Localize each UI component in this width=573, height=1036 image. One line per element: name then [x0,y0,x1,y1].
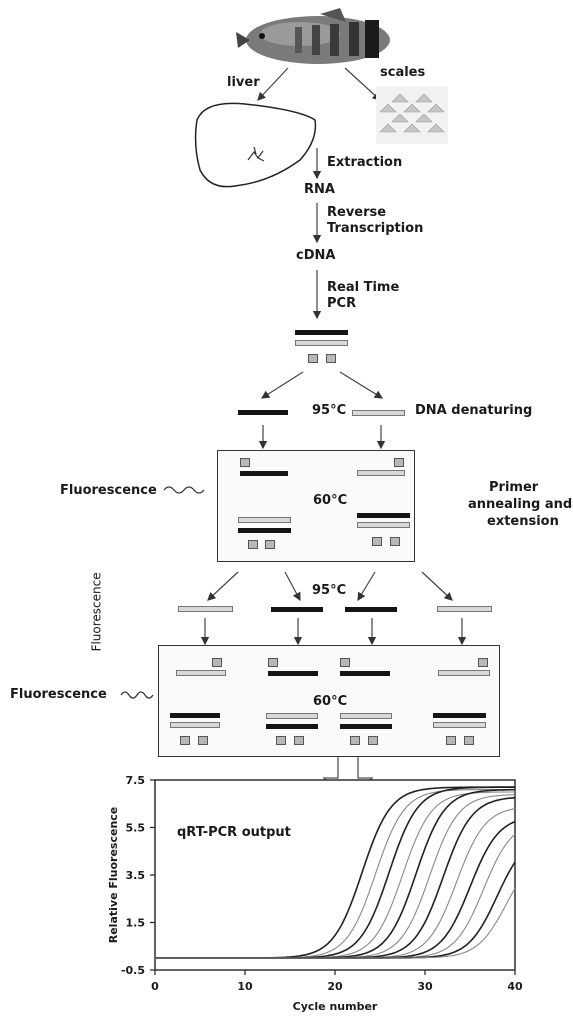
label-reverse: Reverse [327,205,387,220]
dna-light-strand [357,470,405,476]
x-tick-label: 10 [237,980,253,993]
primer-icon [212,658,222,667]
x-tick-label: 0 [151,980,159,993]
primer-icon [372,537,382,546]
dna-dark-strand [268,671,318,676]
dna-dark-strand [271,607,323,612]
dna-dark-strand [340,724,392,729]
primer-icon [248,540,258,549]
dna-dark-strand [240,471,288,476]
dna-light-strand [340,713,392,719]
fluorescence-wave-2 [120,691,154,699]
primer-icon [350,736,360,745]
primer-icon [394,458,404,467]
label-temp-60-box1: 60°C [313,493,348,508]
label-pcr: PCR [327,296,357,311]
dna-dark-strand [266,724,318,729]
dna-light-strand [352,410,405,416]
dna-dark-strand [238,410,288,415]
label-real-time: Real Time [327,280,400,295]
primer-icon [294,736,304,745]
primer-icon [390,537,400,546]
dna-light-strand [433,722,486,728]
primer-icon [276,736,286,745]
primer-icon [326,354,336,363]
dna-dark-strand [340,671,390,676]
primer-icon [265,540,275,549]
y-axis-label: Relative Fluorescence [107,807,120,944]
dna-dark-strand [295,330,348,335]
primer-icon [308,354,318,363]
y-tick-label: 1.5 [126,917,146,930]
chart-plot-area [154,779,516,971]
dna-light-strand [438,670,490,676]
primer-icon [464,736,474,745]
label-annealing-and: annealing and [468,497,573,512]
dna-dark-strand [345,607,397,612]
label-cdna: cDNA [296,248,336,263]
dna-light-strand [238,517,291,523]
primer-icon [340,658,350,667]
dna-light-strand [266,713,318,719]
label-extension: extension [487,514,559,529]
x-tick-label: 30 [417,980,433,993]
label-dna-denaturing: DNA denaturing [415,403,533,418]
label-fluorescence-2: Fluorescence [10,687,107,702]
dna-light-strand [437,606,492,612]
primer-icon [240,458,250,467]
x-tick-label: 20 [327,980,343,993]
chart-title: qRT-PCR output [177,825,291,840]
dna-dark-strand [170,713,220,718]
label-fluorescence-1: Fluorescence [60,483,157,498]
label-extraction: Extraction [327,155,403,170]
dna-light-strand [178,606,233,612]
label-liver: liver [227,75,260,90]
dna-light-strand [357,522,410,528]
label-scales: scales [380,65,426,80]
label-temp-95-mid: 95°C [312,583,347,598]
dna-light-strand [176,670,226,676]
primer-icon [368,736,378,745]
amplification-curve [155,888,516,959]
dna-light-strand [170,722,220,728]
primer-icon [268,658,278,667]
x-axis-label: Cycle number [293,1000,378,1013]
label-transcription: Transcription [327,221,424,236]
dna-dark-strand [238,528,291,533]
x-tick-label: 40 [507,980,523,993]
y-tick-label: -0.5 [121,964,145,977]
label-rna: RNA [304,182,335,197]
dna-dark-strand [433,713,486,718]
dna-light-strand [295,340,348,346]
fluorescence-wave-1 [163,486,205,494]
primer-icon [478,658,488,667]
dna-dark-strand [357,513,410,518]
primer-icon [180,736,190,745]
y-tick-label: 3.5 [126,869,146,882]
label-temp-60-box2: 60°C [313,694,348,709]
label-primer: Primer [489,480,539,495]
y-tick-label: 7.5 [126,774,146,787]
primer-icon [198,736,208,745]
y-tick-label: 5.5 [126,822,146,835]
primer-icon [446,736,456,745]
label-temp-95-top: 95°C [312,403,347,418]
